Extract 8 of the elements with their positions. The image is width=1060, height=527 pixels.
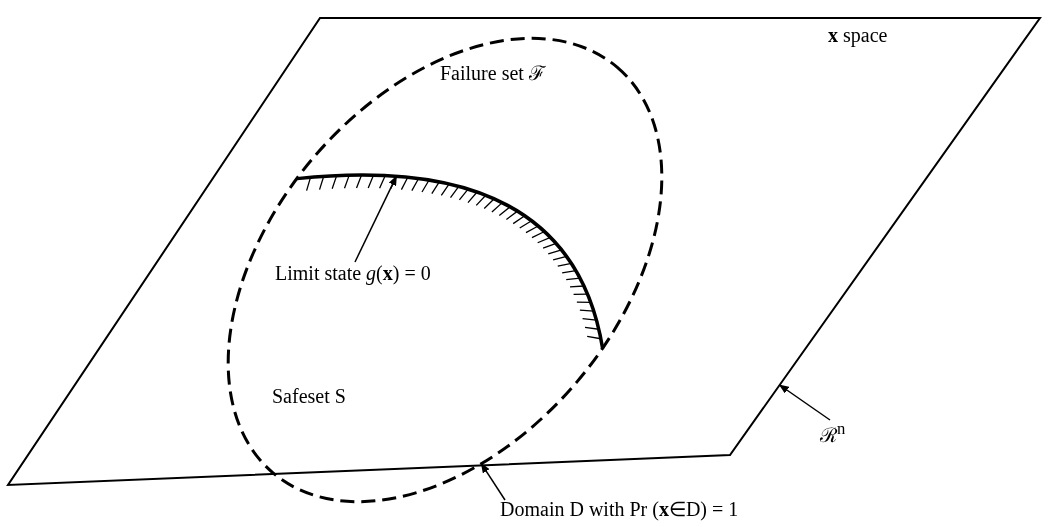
region-label: Safeset S <box>272 385 346 407</box>
annotation-label: Domain D with Pr (x∈D) = 1 <box>500 498 739 520</box>
leader-line <box>354 175 398 263</box>
annotation-label: Limit state g(x) = 0 <box>275 262 431 284</box>
annotation-label: ℛ$^{n}$ <box>820 420 846 446</box>
space-label: x space <box>828 24 888 46</box>
leader-line <box>778 384 831 421</box>
region-label: Failure set ℱ <box>440 62 545 84</box>
